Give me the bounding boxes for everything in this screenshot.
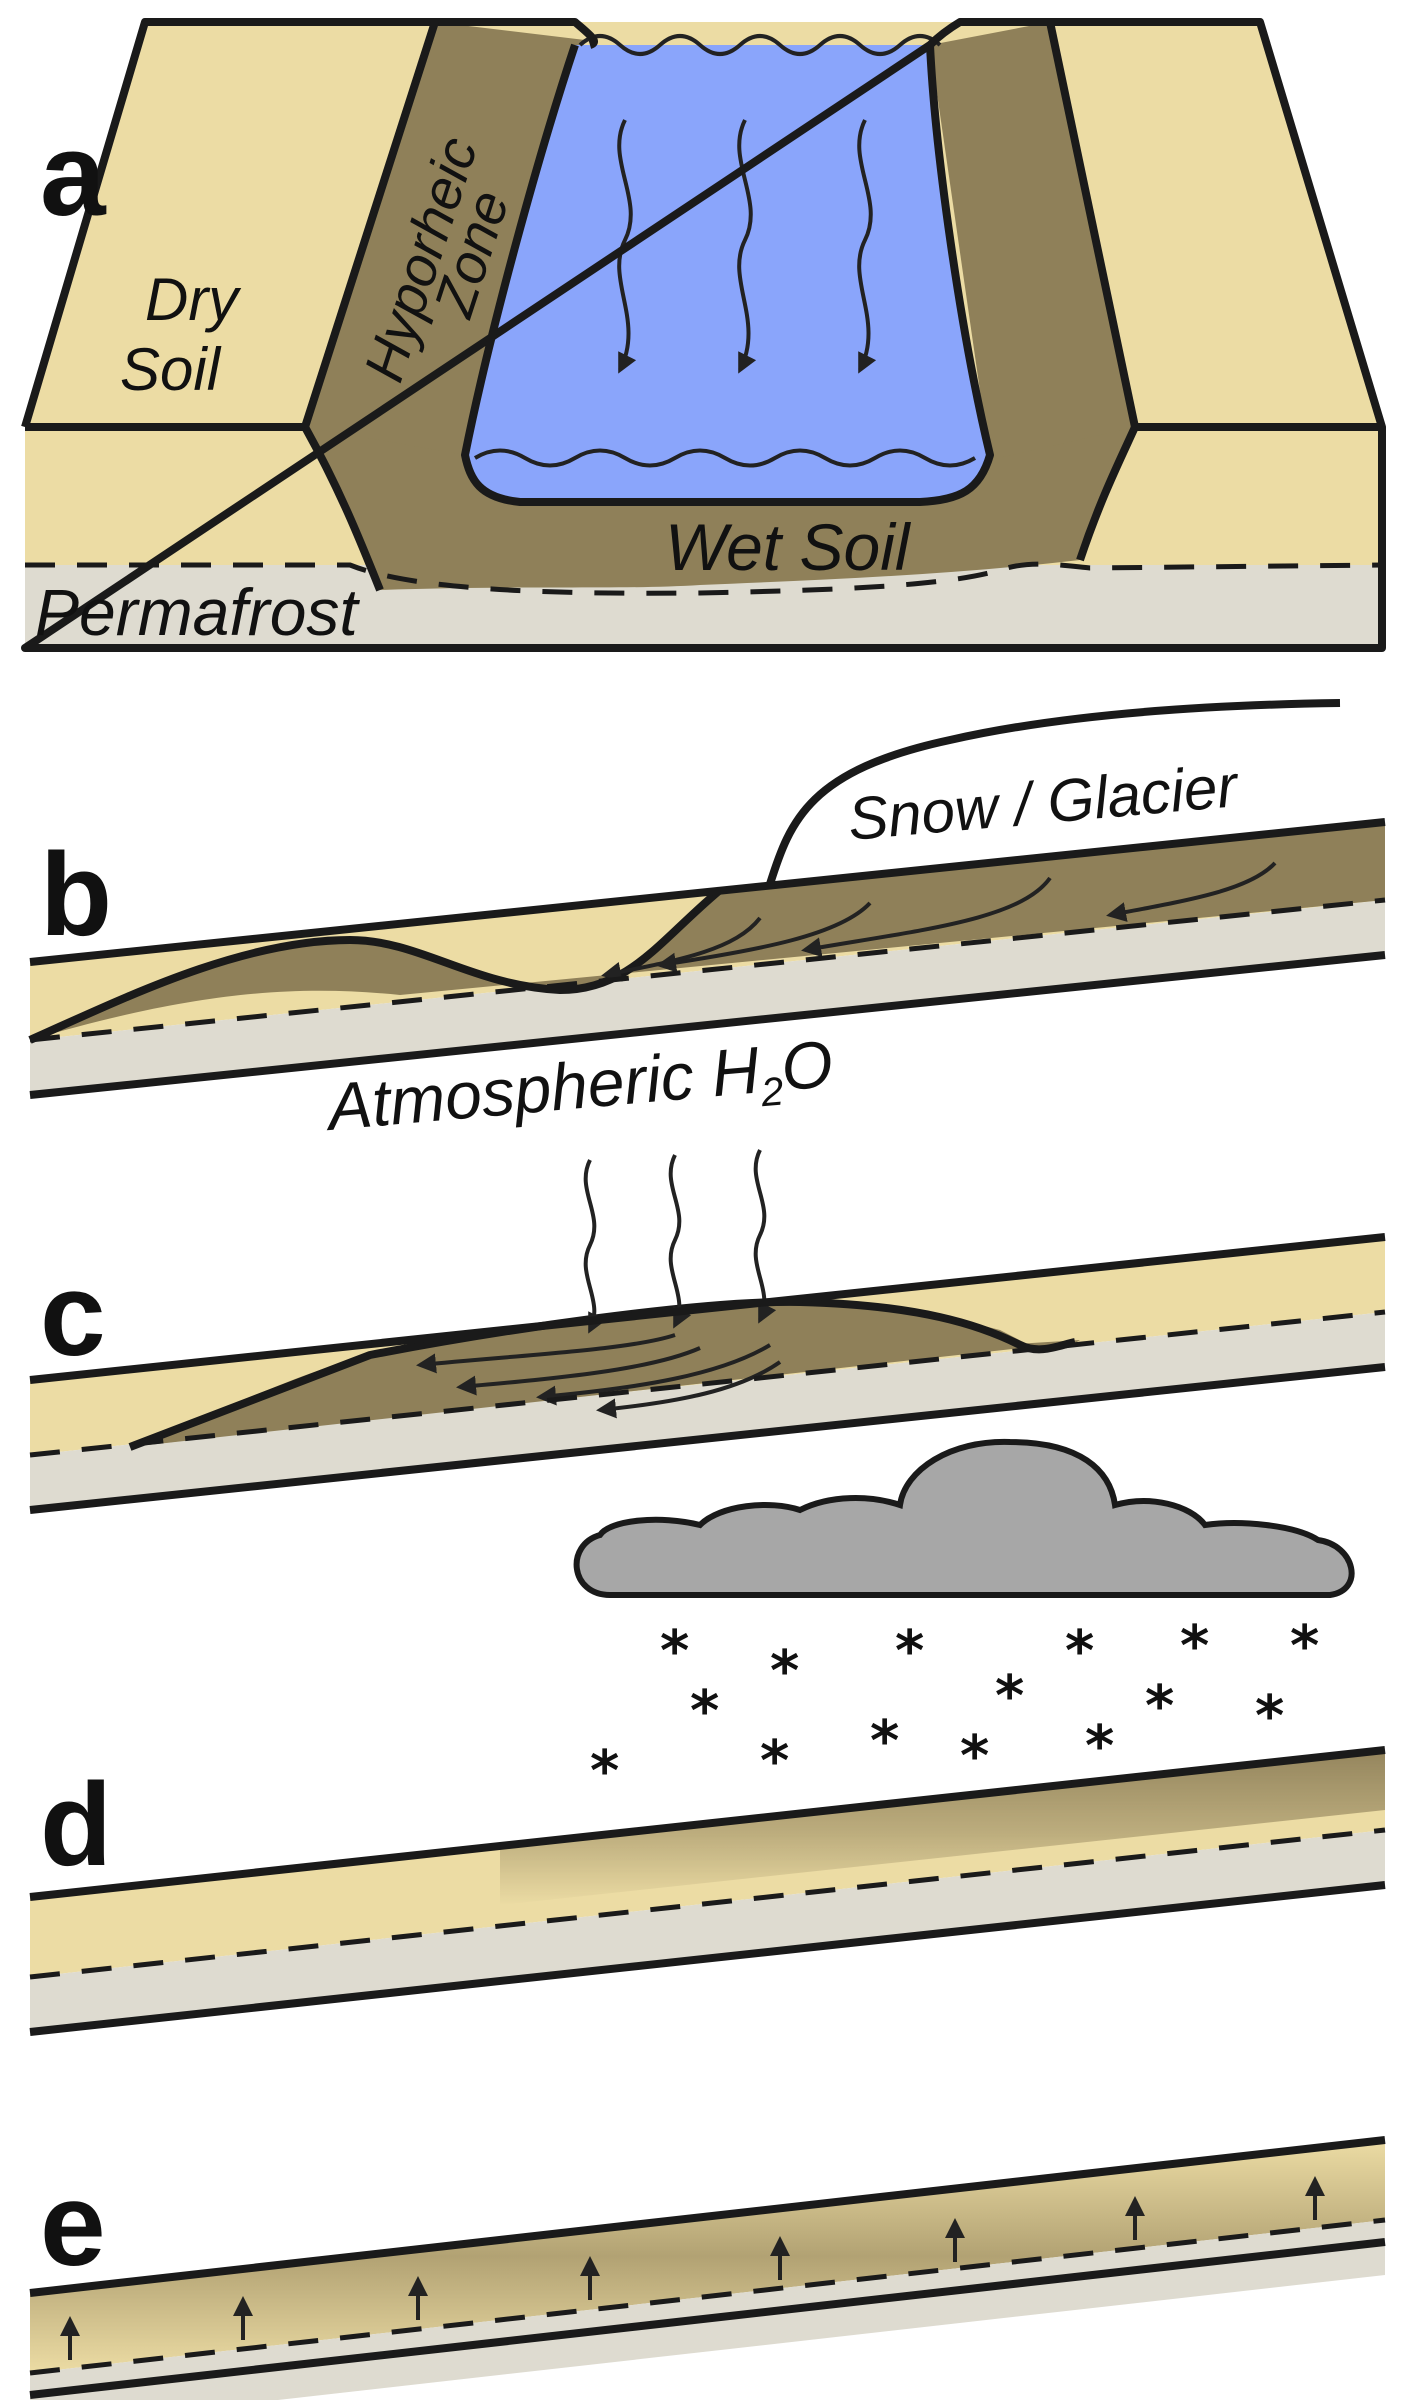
panel-letter-e: e	[40, 2159, 106, 2291]
permafrost-boundary	[29, 1827, 1386, 1980]
snowflake-2: *	[770, 1639, 799, 1704]
flow-arrow-1	[617, 119, 637, 374]
water-bottom-waves	[473, 448, 977, 468]
snowflake-8: *	[995, 1664, 1024, 1729]
water-top-waves	[578, 34, 942, 56]
vapor-arrow-2	[668, 1154, 692, 1329]
permafrost-boundary	[29, 1309, 1386, 1458]
wet-soil-wedge	[30, 822, 1385, 1040]
panel-a: a Dry Soil Hyporheic Zone Wet Soil Perma…	[21, 18, 1386, 652]
flow-arrow-3	[857, 119, 877, 374]
surface-top-edge	[29, 2136, 1386, 2297]
wet-soil-wedge-outline	[28, 886, 723, 1044]
snowflake-14: *	[960, 1724, 989, 1789]
snow-glacier-label: Snow / Glacier	[845, 752, 1242, 853]
subscript-2: 2	[758, 1069, 785, 1115]
meltwater-arrow-1	[1106, 861, 1277, 922]
surface-top-edge	[29, 818, 1386, 966]
snowflake-15: *	[1085, 1714, 1114, 1779]
vapor-arrow-3	[753, 1149, 777, 1324]
snowflake-13: *	[870, 1709, 899, 1774]
snowflake-3: *	[895, 1619, 924, 1684]
snowflake-11: *	[590, 1739, 619, 1804]
meltwater-arrow-2	[801, 876, 1052, 958]
o-text: O	[778, 1026, 836, 1104]
permafrost-boundary	[29, 897, 1386, 1043]
snowflake-5: *	[1180, 1614, 1209, 1679]
permafrost-layer	[30, 1830, 1385, 2032]
snowflake-9: *	[1145, 1674, 1174, 1739]
surface-bottom-edge	[29, 2238, 1386, 2399]
snowflake-1: *	[660, 1619, 689, 1684]
flow-arrow-2	[737, 119, 757, 374]
snowflake-10: *	[1255, 1684, 1284, 1749]
surface-bottom-edge	[29, 951, 1386, 1099]
water-left-edge	[461, 43, 994, 506]
snowflake-6: *	[1290, 1614, 1319, 1679]
vapor-arrow-1	[583, 1159, 607, 1334]
block-outline	[21, 18, 1386, 652]
wet-surface-band	[500, 1750, 1385, 1905]
permafrost-layer	[30, 1312, 1385, 1510]
glacier-outline	[766, 699, 1341, 886]
surface-top-edge	[29, 1233, 1386, 1384]
lateral-arrow-4	[596, 1360, 782, 1419]
surface-bottom-edge	[29, 1881, 1386, 2036]
permafrost-boundary	[25, 561, 1383, 596]
lateral-arrow-1	[416, 1333, 676, 1374]
wet-soil-label: Wet Soil	[665, 510, 912, 584]
hyporheic-zone-left	[305, 22, 585, 455]
panel-d: * * * * * * * * * * * * * * * d	[29, 1438, 1386, 2036]
panel-letter-d: d	[40, 1759, 112, 1891]
channel-outline	[301, 425, 384, 592]
hyporheic-right-edge	[1046, 21, 1139, 428]
meltwater-arrow-4	[601, 916, 762, 982]
snowflake-7: *	[690, 1679, 719, 1744]
panel-e: e	[29, 2136, 1386, 2400]
dry-soil-label-line1: Dry	[145, 266, 242, 333]
snowflake-4: *	[1065, 1619, 1094, 1684]
surface-top-edge	[29, 1746, 1386, 1901]
lateral-arrow-3	[536, 1343, 772, 1406]
wet-soil-layer	[30, 2140, 1385, 2373]
hyporheic-zone-right	[930, 22, 1135, 460]
hyporheic-left-edge	[301, 20, 439, 429]
permafrost-label: Permafrost	[35, 575, 360, 649]
wet-soil-lens-body	[130, 1301, 1075, 1447]
dry-soil-label-line2: Soil	[120, 336, 222, 403]
panel-letter-c: c	[40, 1249, 106, 1381]
channel-outline-right	[1076, 425, 1139, 562]
panel-letter-b: b	[40, 829, 112, 961]
permafrost-boundary	[29, 2217, 1386, 2376]
panel-letter-a: a	[40, 109, 107, 241]
panel-c: c Atmospheric H2O	[29, 1026, 1386, 1514]
snowflake-12: *	[760, 1729, 789, 1794]
permafrost-layer	[30, 900, 1385, 1095]
lateral-arrow-2	[456, 1346, 701, 1396]
surface-bottom-edge	[29, 1363, 1386, 1514]
snow-cloud	[573, 1438, 1355, 1598]
meltwater-arrow-3	[656, 901, 872, 973]
